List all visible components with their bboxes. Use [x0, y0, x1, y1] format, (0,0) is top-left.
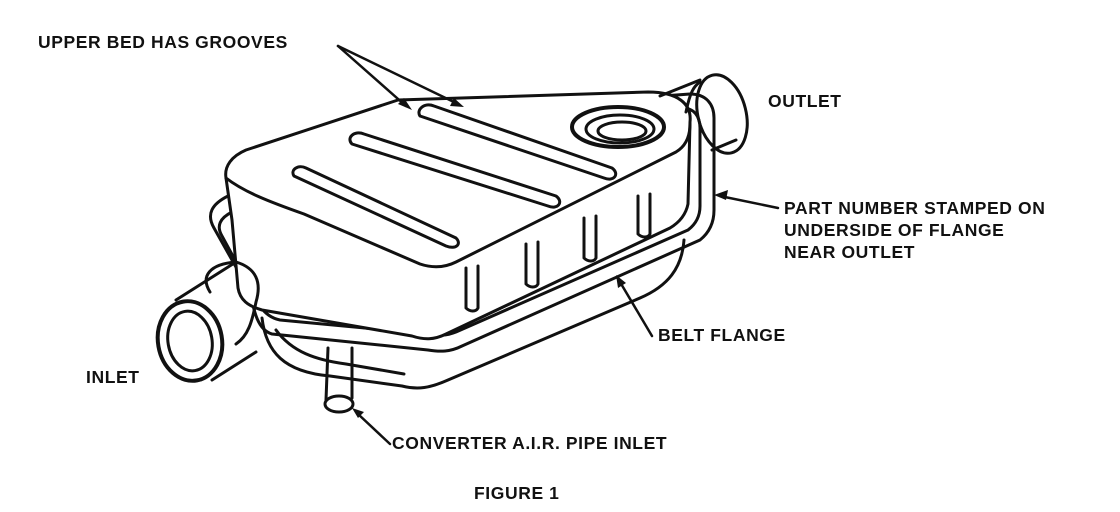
top-port-outer	[570, 105, 666, 149]
converter-lower-shell-rim	[274, 328, 406, 376]
inlet-pipe-opening	[155, 299, 225, 383]
groove-3	[417, 103, 618, 181]
arrow-belt-flange	[616, 275, 626, 288]
outlet-pipe-opening	[695, 73, 749, 155]
label-part-number-line-3: NEAR OUTLET	[784, 242, 916, 262]
belt-flange-inner	[217, 106, 702, 337]
label-part-number: PART NUMBER STAMPED ON UNDERSIDE OF FLAN…	[784, 197, 1045, 263]
arrow-upper-bed-a	[398, 98, 412, 110]
top-port-mid	[584, 113, 656, 145]
top-port-inner	[596, 120, 648, 142]
inlet-pipe-bore	[166, 309, 214, 373]
air-pipe-opening	[323, 394, 355, 414]
air-pipe-body	[324, 346, 354, 402]
rib-2	[524, 240, 540, 289]
belt-flange	[209, 92, 716, 353]
label-part-number-line-2: UNDERSIDE OF FLANGE	[784, 220, 1005, 240]
groove-2	[348, 131, 562, 209]
leader-upper-bed-a	[336, 44, 408, 108]
label-air-pipe-inlet: CONVERTER A.I.R. PIPE INLET	[392, 433, 668, 453]
label-inlet: INLET	[86, 367, 140, 387]
outlet-pipe-collar	[684, 80, 702, 114]
rib-3	[582, 214, 598, 263]
label-upper-bed-grooves: UPPER BED HAS GROOVES	[38, 32, 288, 52]
arrow-air-pipe	[352, 408, 364, 418]
upper-bed-top-face	[224, 122, 692, 269]
inlet-collar	[204, 260, 260, 346]
label-part-number-line-1: PART NUMBER STAMPED ON	[784, 198, 1046, 218]
groove-1	[291, 165, 460, 249]
label-outlet: OUTLET	[768, 91, 842, 111]
figure-caption: FIGURE 1	[474, 483, 560, 503]
leader-part-number	[718, 194, 780, 210]
inlet-pipe-body	[174, 260, 258, 382]
label-belt-flange: BELT FLANGE	[658, 325, 786, 345]
rib-1	[464, 264, 480, 313]
leader-upper-bed-b	[336, 44, 460, 106]
leader-belt-flange	[618, 280, 654, 338]
arrow-part-number	[714, 190, 728, 200]
leader-air-pipe	[356, 412, 392, 446]
rib-4	[636, 192, 652, 239]
converter-lower-shell	[260, 238, 686, 390]
arrow-upper-bed-b	[450, 98, 464, 107]
